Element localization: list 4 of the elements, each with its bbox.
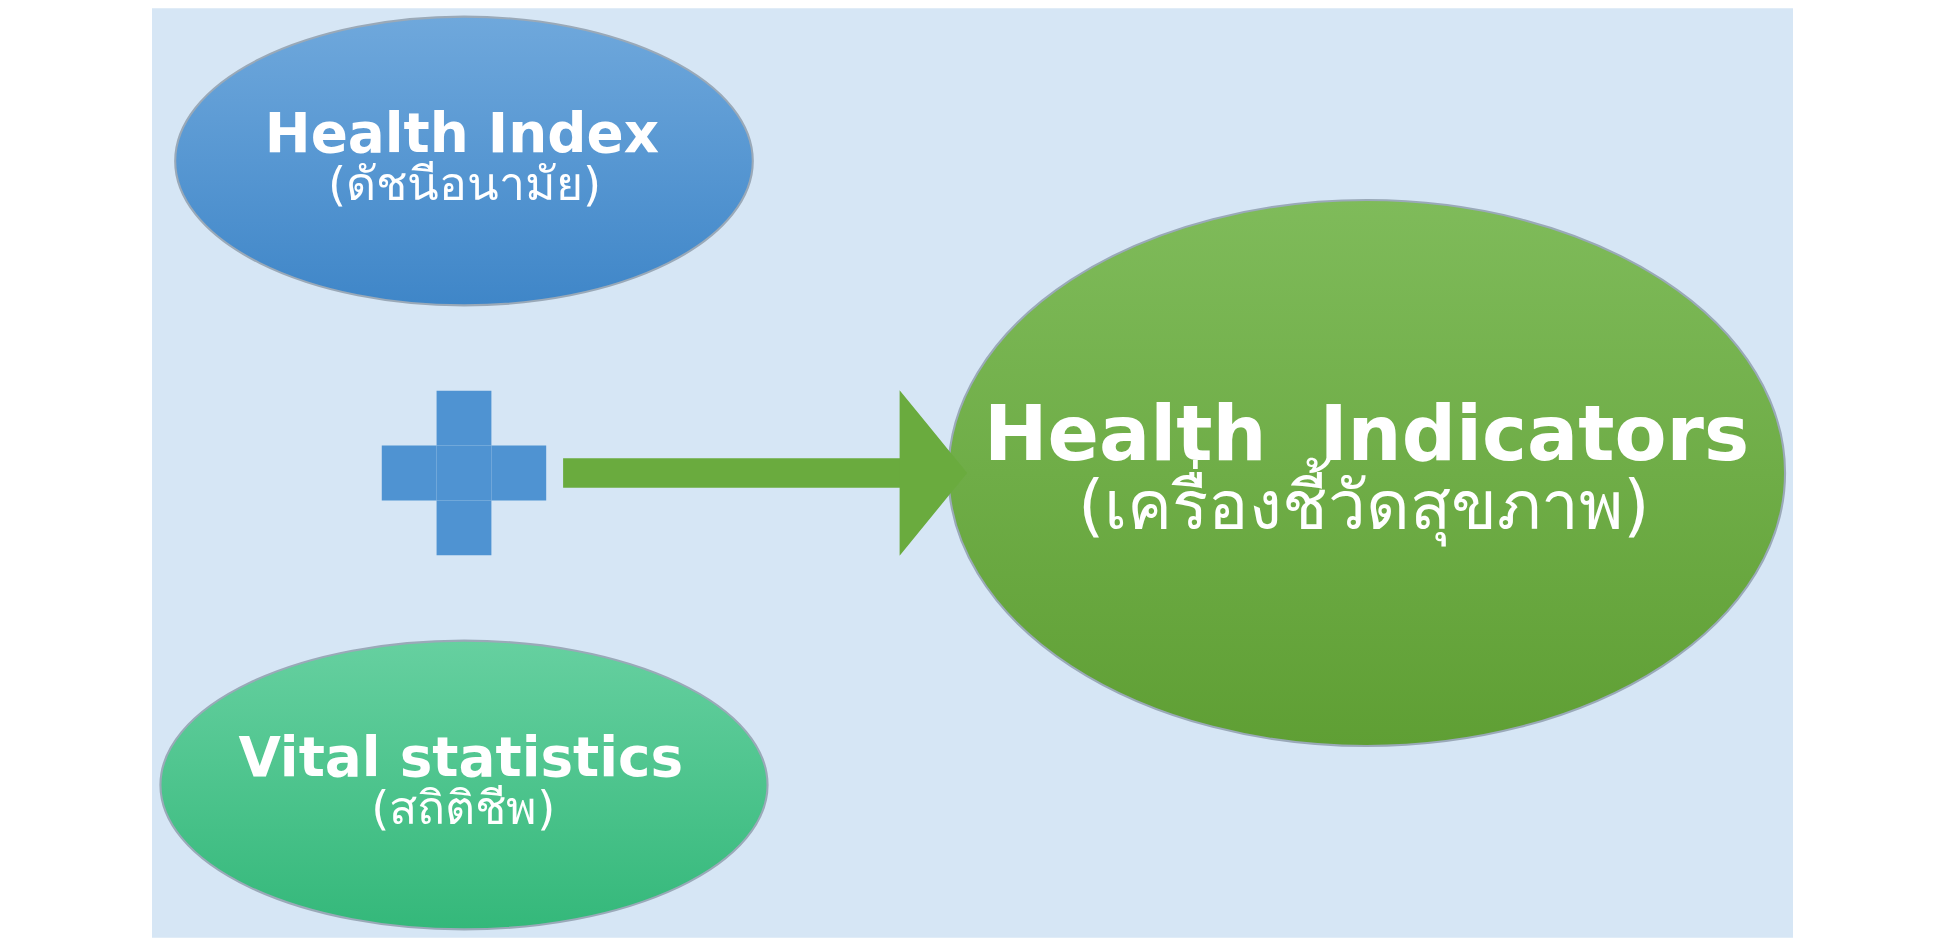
node-ellipse: Health Index (ดัชนีอนามัย) (173, 15, 754, 307)
node-ellipse: Health Indicators (เครื่องชี้วัดสุขภาพ) (946, 198, 1786, 748)
node-ellipse: Vital statistics (สถิติชีพ) (158, 639, 769, 931)
arrow (562, 390, 967, 556)
